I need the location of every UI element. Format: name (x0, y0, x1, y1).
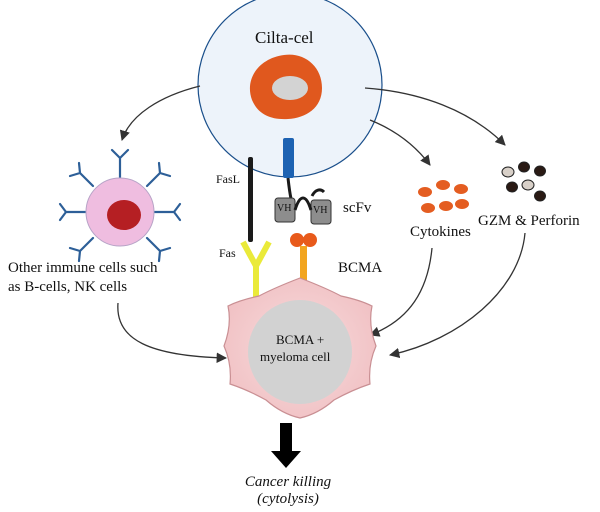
scfv-linker (293, 196, 313, 211)
immune-cells-label-line2: as B-cells, NK cells (8, 279, 128, 295)
granzyme-perforin-granules (501, 161, 546, 202)
arrow-to-cytokines (369, 119, 431, 166)
car-hinge (283, 138, 294, 178)
myeloma-nucleus (248, 300, 352, 404)
gzm-perforin-label: GZM & Perforin (478, 213, 580, 229)
bcma-stalk (300, 246, 307, 298)
vh-label-2: VH (313, 205, 328, 216)
vh-label-1: VH (277, 203, 292, 214)
myeloma-label-line2: myeloma cell (260, 349, 331, 364)
arrow-immune-to-tumor (117, 302, 228, 363)
outcome-arrow (271, 423, 301, 468)
bcma-head-right (303, 233, 317, 247)
arrow-cytokines-to-tumor (369, 247, 433, 337)
bcma-head-left (290, 233, 304, 247)
fas-label: Fas (219, 246, 236, 260)
outcome-label-line1: Cancer killing (244, 474, 332, 490)
outcome-label-line2: (cytolysis) (257, 491, 319, 507)
arrow-to-immune-cells (119, 85, 201, 141)
immune-cells-label-line1: Other immune cells such (8, 260, 158, 276)
bcma-label: BCMA (338, 260, 383, 276)
immune-cell (58, 148, 182, 263)
arrow-gzm-to-tumor (388, 232, 526, 359)
car-t-nucleus (272, 76, 308, 100)
cytokine-particles (418, 180, 469, 213)
arrow-to-gzm-perforin (364, 87, 506, 146)
vh-domain-2 (310, 199, 332, 225)
cytokines-label: Cytokines (410, 224, 471, 240)
fasl-ligand (248, 157, 253, 242)
car-t-title: Cilta-cel (255, 28, 314, 47)
myeloma-label-line1: BCMA + (276, 332, 325, 347)
fasl-label: FasL (216, 172, 240, 186)
scfv-label: scFv (343, 200, 372, 216)
fas-receptor (240, 240, 272, 298)
